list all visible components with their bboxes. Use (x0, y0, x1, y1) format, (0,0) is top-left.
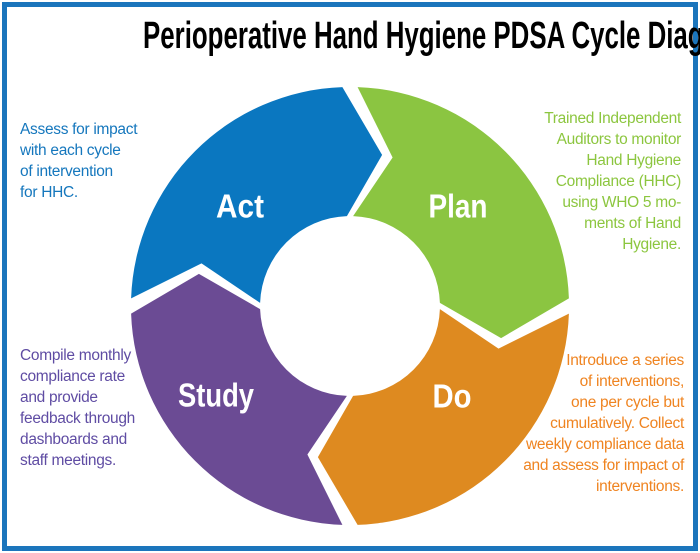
note-do-line: and assess for impact of (523, 457, 684, 474)
note-do-line: one per cycle but (571, 394, 684, 411)
note-plan-line: Trained Independent (544, 110, 681, 127)
segment-plan-label: Plan (429, 188, 488, 225)
note-study-line: Compile monthly (20, 347, 131, 364)
note-act-line: with each cycle (20, 142, 121, 159)
segment-do-label: Do (433, 378, 472, 415)
note-act-line: Assess for impact (20, 121, 138, 138)
note-plan-line: Auditors to monitor (556, 131, 682, 148)
segment-do-arrow (317, 309, 569, 525)
note-act: Assess for impact with each cycle of inter… (20, 119, 170, 203)
segment-plan-arrow (353, 87, 569, 339)
segment-study-arrow (131, 273, 347, 525)
note-study-line: dashboards and (20, 431, 127, 448)
note-do-line: of interventions, (579, 373, 685, 390)
note-act-line: for HHC. (20, 184, 78, 201)
note-plan-line: Hygiene. (622, 236, 681, 253)
note-study-line: compliance rate (20, 368, 125, 385)
note-plan-line: Hand Hygiene (586, 152, 681, 169)
note-do: Introduce a series of interventions, one p… (472, 350, 684, 497)
note-do-line: weekly compliance data (526, 436, 684, 453)
note-plan-line: Compliance (HHC) (555, 173, 682, 190)
segment-study-label: Study (178, 377, 255, 414)
note-do-line: Introduce a series (566, 352, 684, 369)
note-plan-line: ments of Hand (584, 215, 681, 232)
note-study: Compile monthly compliance rate and provid… (20, 345, 180, 471)
segment-act-label: Act (216, 188, 264, 225)
page-title: Perioperative Hand Hygiene PDSA Cycle Di… (143, 15, 700, 57)
note-do-line: interventions. (596, 478, 684, 495)
note-study-line: feedback through (20, 410, 135, 427)
note-plan-line: using WHO 5 mo- (562, 194, 681, 211)
title-bar: Perioperative Hand Hygiene PDSA Cycle Di… (0, 15, 700, 58)
note-act-line: of intervention (20, 163, 113, 180)
segment-act-arrow (131, 87, 383, 303)
note-do-line: cumulatively. Collect (550, 415, 684, 432)
note-study-line: staff meetings. (20, 452, 117, 469)
note-study-line: and provide (20, 389, 98, 406)
